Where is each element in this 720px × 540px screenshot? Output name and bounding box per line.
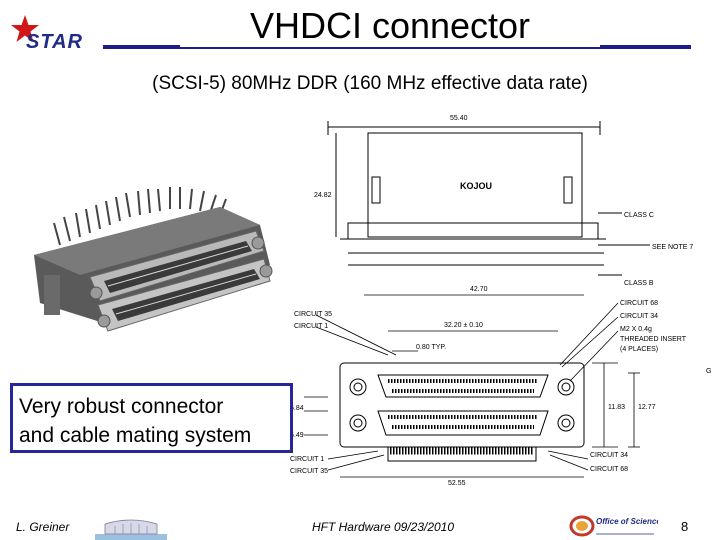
callout-line-2: and cable mating system — [19, 424, 252, 447]
callout-box: Very robust connector and cable mating s… — [10, 383, 293, 453]
label-class-c: CLASS C — [624, 212, 654, 219]
office-of-science-logo: Office of Science — [569, 515, 658, 537]
connector-technical-drawing: 55.40 24.82 KOJOU CLASS C SEE NOTE 7 CLA… — [290, 115, 711, 487]
dim-649: 6.49 — [290, 432, 304, 439]
label-circuit-35b: CIRCUIT 35 — [290, 468, 328, 475]
footer-author: L. Greiner — [16, 520, 70, 534]
dim-080: 0.80 TYP. — [416, 344, 446, 351]
footer-center-text: HFT Hardware 09/23/2010 — [311, 520, 455, 534]
callout-line-1: Very robust connector — [19, 395, 224, 418]
label-circuit-68: CIRCUIT 68 — [620, 300, 658, 307]
dim-4270: 42.70 — [470, 286, 488, 293]
page-title: VHDCI connector — [180, 5, 600, 47]
label-class-b: CLASS B — [624, 280, 654, 287]
connector-photo — [34, 187, 273, 332]
brand-label: KOJOU — [460, 181, 492, 191]
dim-top-width: 55.40 — [450, 115, 468, 122]
label-circuit-1b: CIRCUIT 1 — [290, 456, 324, 463]
dim-3220: 32.20 ± 0.10 — [444, 322, 483, 329]
dim-left-height: 24.82 — [314, 192, 332, 199]
label-circuit-34b: CIRCUIT 34 — [590, 452, 628, 459]
lbnl-building-logo — [95, 519, 167, 540]
label-see-note: SEE NOTE 7 — [652, 244, 693, 251]
star-logo-text: STAR — [26, 31, 83, 53]
title-rule — [103, 45, 691, 49]
doe-logo-text: Office of Science — [596, 517, 658, 526]
dim-1277: 12.77 — [638, 404, 656, 411]
label-circuit-34: CIRCUIT 34 — [620, 313, 658, 320]
label-circuit-1: CIRCUIT 1 — [294, 323, 328, 330]
star-logo-icon — [11, 15, 39, 42]
label-threads-2: THREADED INSERT — [620, 336, 687, 343]
dim-1183: 11.83 — [608, 404, 625, 411]
dim-584: 5.84 — [290, 405, 304, 412]
subtitle: (SCSI-5) 80MHz DDR (160 MHz effective da… — [152, 73, 588, 94]
label-circuit-35: CIRCUIT 35 — [294, 311, 332, 318]
label-threads-3: (4 PLACES) — [620, 346, 658, 353]
label-circuit-68b: CIRCUIT 68 — [590, 466, 628, 473]
dim-5255: 52.55 — [448, 480, 466, 487]
label-edge-g: G — [706, 368, 711, 375]
page-number: 8 — [681, 519, 689, 534]
label-threads-1: M2 X 0.4g — [620, 326, 652, 333]
